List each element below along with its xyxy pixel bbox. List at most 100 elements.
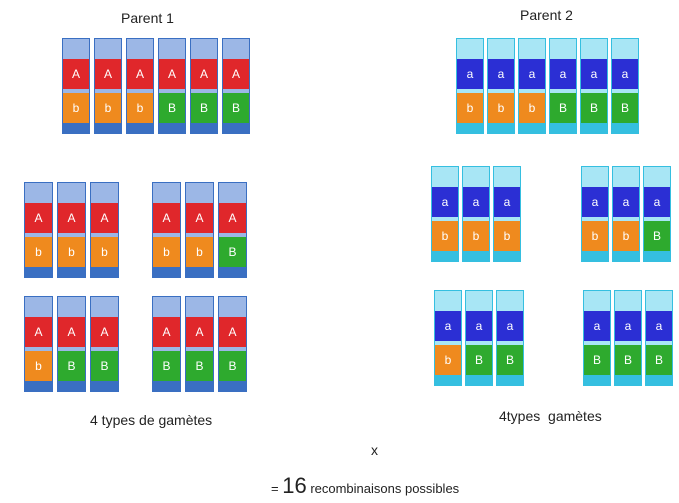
allele-a: a bbox=[463, 187, 489, 217]
allele-A: A bbox=[58, 203, 85, 233]
chromosome-segment bbox=[186, 267, 213, 277]
chromosome-segment bbox=[127, 123, 153, 133]
chromosome-segment bbox=[612, 39, 638, 59]
parent1-title: Parent 1 bbox=[121, 10, 174, 26]
chromosome-segment bbox=[581, 123, 607, 133]
allele-B: B bbox=[584, 345, 610, 375]
chromosome-segment bbox=[58, 267, 85, 277]
allele-A: A bbox=[25, 317, 52, 347]
allele-A: A bbox=[58, 317, 85, 347]
allele-a: a bbox=[497, 311, 523, 341]
allele-A: A bbox=[153, 317, 180, 347]
chromosome-segment bbox=[219, 381, 246, 391]
allele-a: a bbox=[494, 187, 520, 217]
chromosome-segment bbox=[25, 347, 52, 351]
chromosome-segment bbox=[127, 89, 153, 93]
chromosome-segment bbox=[91, 297, 118, 317]
allele-b: b bbox=[488, 93, 514, 123]
chromosome-segment bbox=[219, 347, 246, 351]
chromosome-segment bbox=[159, 123, 185, 133]
allele-A: A bbox=[159, 59, 185, 89]
chromosome-segment bbox=[488, 89, 514, 93]
chromosome-segment bbox=[58, 183, 85, 203]
allele-b: b bbox=[435, 345, 461, 375]
chromosome-segment bbox=[127, 39, 153, 59]
chromosome-segment bbox=[494, 167, 520, 187]
chromosome-segment bbox=[153, 297, 180, 317]
allele-B: B bbox=[615, 345, 641, 375]
chromosome-segment bbox=[646, 375, 672, 385]
allele-a: a bbox=[646, 311, 672, 341]
chromosome-segment bbox=[25, 381, 52, 391]
allele-a: a bbox=[488, 59, 514, 89]
allele-a: a bbox=[466, 311, 492, 341]
chromosome-segment bbox=[91, 381, 118, 391]
chromosome-segment bbox=[95, 39, 121, 59]
chromosome-segment bbox=[91, 233, 118, 237]
chromosome-segment bbox=[91, 267, 118, 277]
chromosome-segment bbox=[463, 251, 489, 261]
chromosome-segment bbox=[494, 217, 520, 221]
allele-A: A bbox=[91, 317, 118, 347]
chromosome-segment bbox=[153, 381, 180, 391]
chromosome-segment bbox=[219, 267, 246, 277]
allele-b: b bbox=[457, 93, 483, 123]
chromosome-segment bbox=[466, 375, 492, 385]
allele-B: B bbox=[497, 345, 523, 375]
chromosome-segment bbox=[463, 167, 489, 187]
allele-b: b bbox=[613, 221, 639, 251]
chromosome-segment bbox=[153, 347, 180, 351]
chromosome-segment bbox=[435, 291, 461, 311]
chromosome-segment bbox=[494, 251, 520, 261]
allele-A: A bbox=[127, 59, 153, 89]
chromosome-segment bbox=[550, 89, 576, 93]
allele-A: A bbox=[186, 203, 213, 233]
chromosome-segment bbox=[519, 89, 545, 93]
allele-A: A bbox=[153, 203, 180, 233]
chromosome-segment bbox=[615, 375, 641, 385]
allele-b: b bbox=[127, 93, 153, 123]
allele-B: B bbox=[91, 351, 118, 381]
chromosome-segment bbox=[186, 233, 213, 237]
chromosome-segment bbox=[435, 375, 461, 385]
chromosome-segment bbox=[58, 233, 85, 237]
chromosome-segment bbox=[457, 39, 483, 59]
chromosome-segment bbox=[613, 251, 639, 261]
chromosome-segment bbox=[186, 347, 213, 351]
chromosome-segment bbox=[219, 183, 246, 203]
chromosome-segment bbox=[191, 89, 217, 93]
chromosome-segment bbox=[497, 291, 523, 311]
result-number: 16 bbox=[282, 473, 307, 498]
allele-a: a bbox=[644, 187, 670, 217]
chromosome-segment bbox=[613, 167, 639, 187]
allele-A: A bbox=[191, 59, 217, 89]
chromosome-segment bbox=[25, 267, 52, 277]
allele-B: B bbox=[153, 351, 180, 381]
chromosome-segment bbox=[58, 297, 85, 317]
result-line: = 16 recombinaisons possibles bbox=[271, 473, 459, 499]
chromosome-segment bbox=[186, 381, 213, 391]
chromosome-segment bbox=[25, 297, 52, 317]
allele-a: a bbox=[582, 187, 608, 217]
chromosome-segment bbox=[519, 123, 545, 133]
allele-a: a bbox=[550, 59, 576, 89]
